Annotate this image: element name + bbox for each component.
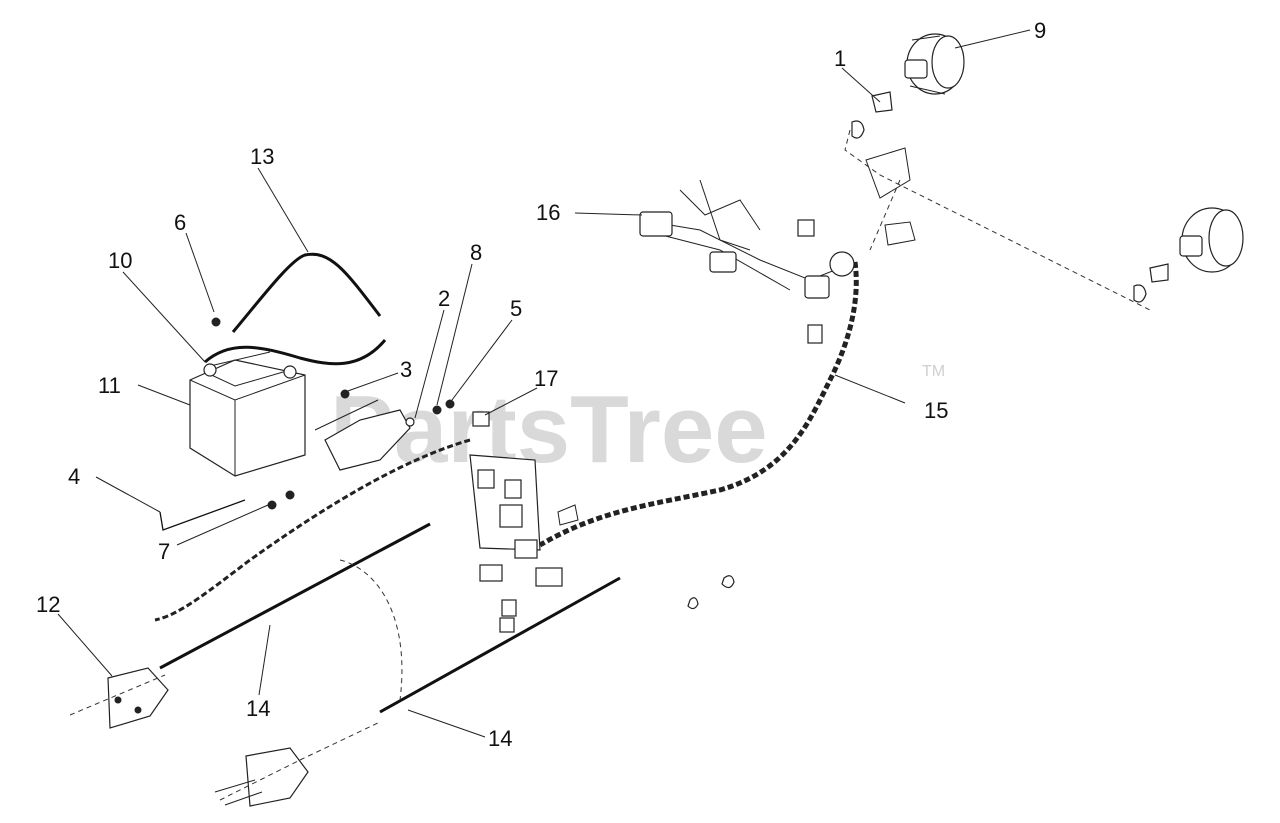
junction-block[interactable] [469,454,563,633]
callout-7: 7 [158,539,170,564]
callout-1: 1 [834,46,846,71]
watermark-trademark: TM [922,363,945,380]
bolt-3[interactable] [340,389,350,399]
battery-cable-10[interactable] [204,339,387,366]
callout-8: 8 [470,240,482,265]
callout-12: 12 [36,592,60,617]
taillight-lower[interactable] [214,747,309,807]
callout-10: 10 [108,248,132,273]
rod-14-upper[interactable] [159,522,431,670]
wiring-harness[interactable] [538,179,859,548]
callout-11: 11 [98,373,121,398]
bulb-socket-upper[interactable] [851,91,893,139]
washers-2-8-5[interactable] [405,399,455,427]
callout-14-lower: 14 [488,726,512,751]
battery-cable-13[interactable] [231,252,382,333]
callout-4: 4 [68,464,80,489]
taillight-upper[interactable] [107,667,169,729]
callout-17: 17 [534,366,558,391]
callout-6: 6 [174,210,186,235]
headlight-lower[interactable] [1179,207,1244,273]
headlight-upper[interactable] [904,33,965,95]
battery-nut-6[interactable] [211,317,221,327]
nuts-7[interactable] [267,490,295,510]
bulb-socket-lower[interactable] [1133,263,1169,303]
battery[interactable] [189,351,306,477]
callout-15: 15 [924,398,948,423]
rod-14-lower[interactable] [379,576,621,714]
callout-2: 2 [438,286,450,311]
callout-16: 16 [536,200,560,225]
battery-bracket[interactable] [314,399,411,471]
connector-17[interactable] [472,411,490,427]
callout-14-upper: 14 [246,696,270,721]
callout-5: 5 [510,296,522,321]
callout-3: 3 [400,357,412,382]
callout-13: 13 [250,144,274,169]
callout-9: 9 [1034,18,1046,43]
hold-down-rod-4[interactable] [159,499,246,531]
